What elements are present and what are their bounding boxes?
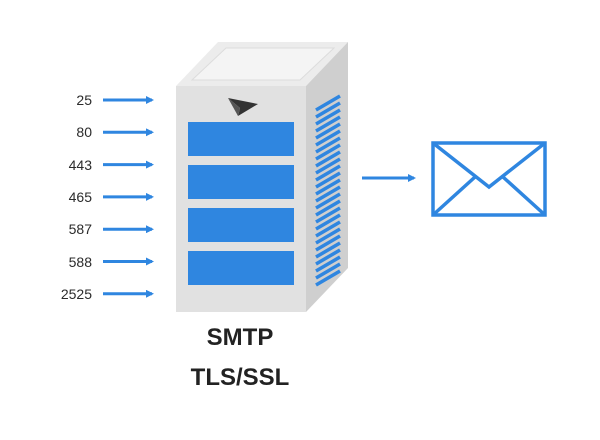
vent-slat <box>315 234 341 252</box>
port-label: 588 <box>68 253 92 270</box>
port-arrows <box>103 96 154 298</box>
envelope-icon <box>431 141 547 217</box>
port-label: 2525 <box>60 285 92 302</box>
vent-slat <box>315 164 341 182</box>
vent-slat <box>315 171 341 189</box>
paper-plane-fold <box>228 98 240 116</box>
vent-slat <box>315 185 341 203</box>
vent-slat <box>315 129 341 147</box>
vent-slat <box>315 101 341 119</box>
vent-slat <box>315 248 341 266</box>
port-label: 587 <box>68 221 92 238</box>
port-label: 443 <box>68 156 92 173</box>
vent-slat <box>315 241 341 259</box>
side-vents <box>315 94 341 287</box>
drive-bay <box>188 208 294 242</box>
caption-protocol: SMTP <box>206 324 274 351</box>
drive-bay <box>188 122 294 156</box>
server-top-inset <box>190 47 336 81</box>
vent-slat <box>315 206 341 224</box>
vent-slat <box>315 262 341 280</box>
vent-slat <box>315 213 341 231</box>
vent-slat <box>315 227 341 245</box>
drive-bays <box>188 122 294 285</box>
vent-slat <box>315 136 341 154</box>
drive-bay <box>188 165 294 199</box>
server-tower <box>176 42 348 312</box>
vent-slat <box>315 115 341 133</box>
vent-slat <box>315 199 341 217</box>
vent-slat <box>315 178 341 196</box>
vent-slat <box>315 269 341 287</box>
vent-slat <box>315 122 341 140</box>
vent-slat <box>315 255 341 273</box>
caption-security: TLS/SSL <box>190 364 290 391</box>
vent-slat <box>315 143 341 161</box>
port-label: 80 <box>76 124 92 141</box>
vent-slat <box>315 157 341 175</box>
vent-slat <box>315 192 341 210</box>
drive-bay <box>188 251 294 285</box>
port-label: 25 <box>76 92 92 108</box>
port-label: 465 <box>68 188 92 205</box>
vent-slat <box>315 150 341 168</box>
vent-slat <box>315 220 341 238</box>
paper-plane-icon <box>228 98 258 116</box>
vent-slat <box>315 94 341 112</box>
vent-slat <box>315 108 341 126</box>
